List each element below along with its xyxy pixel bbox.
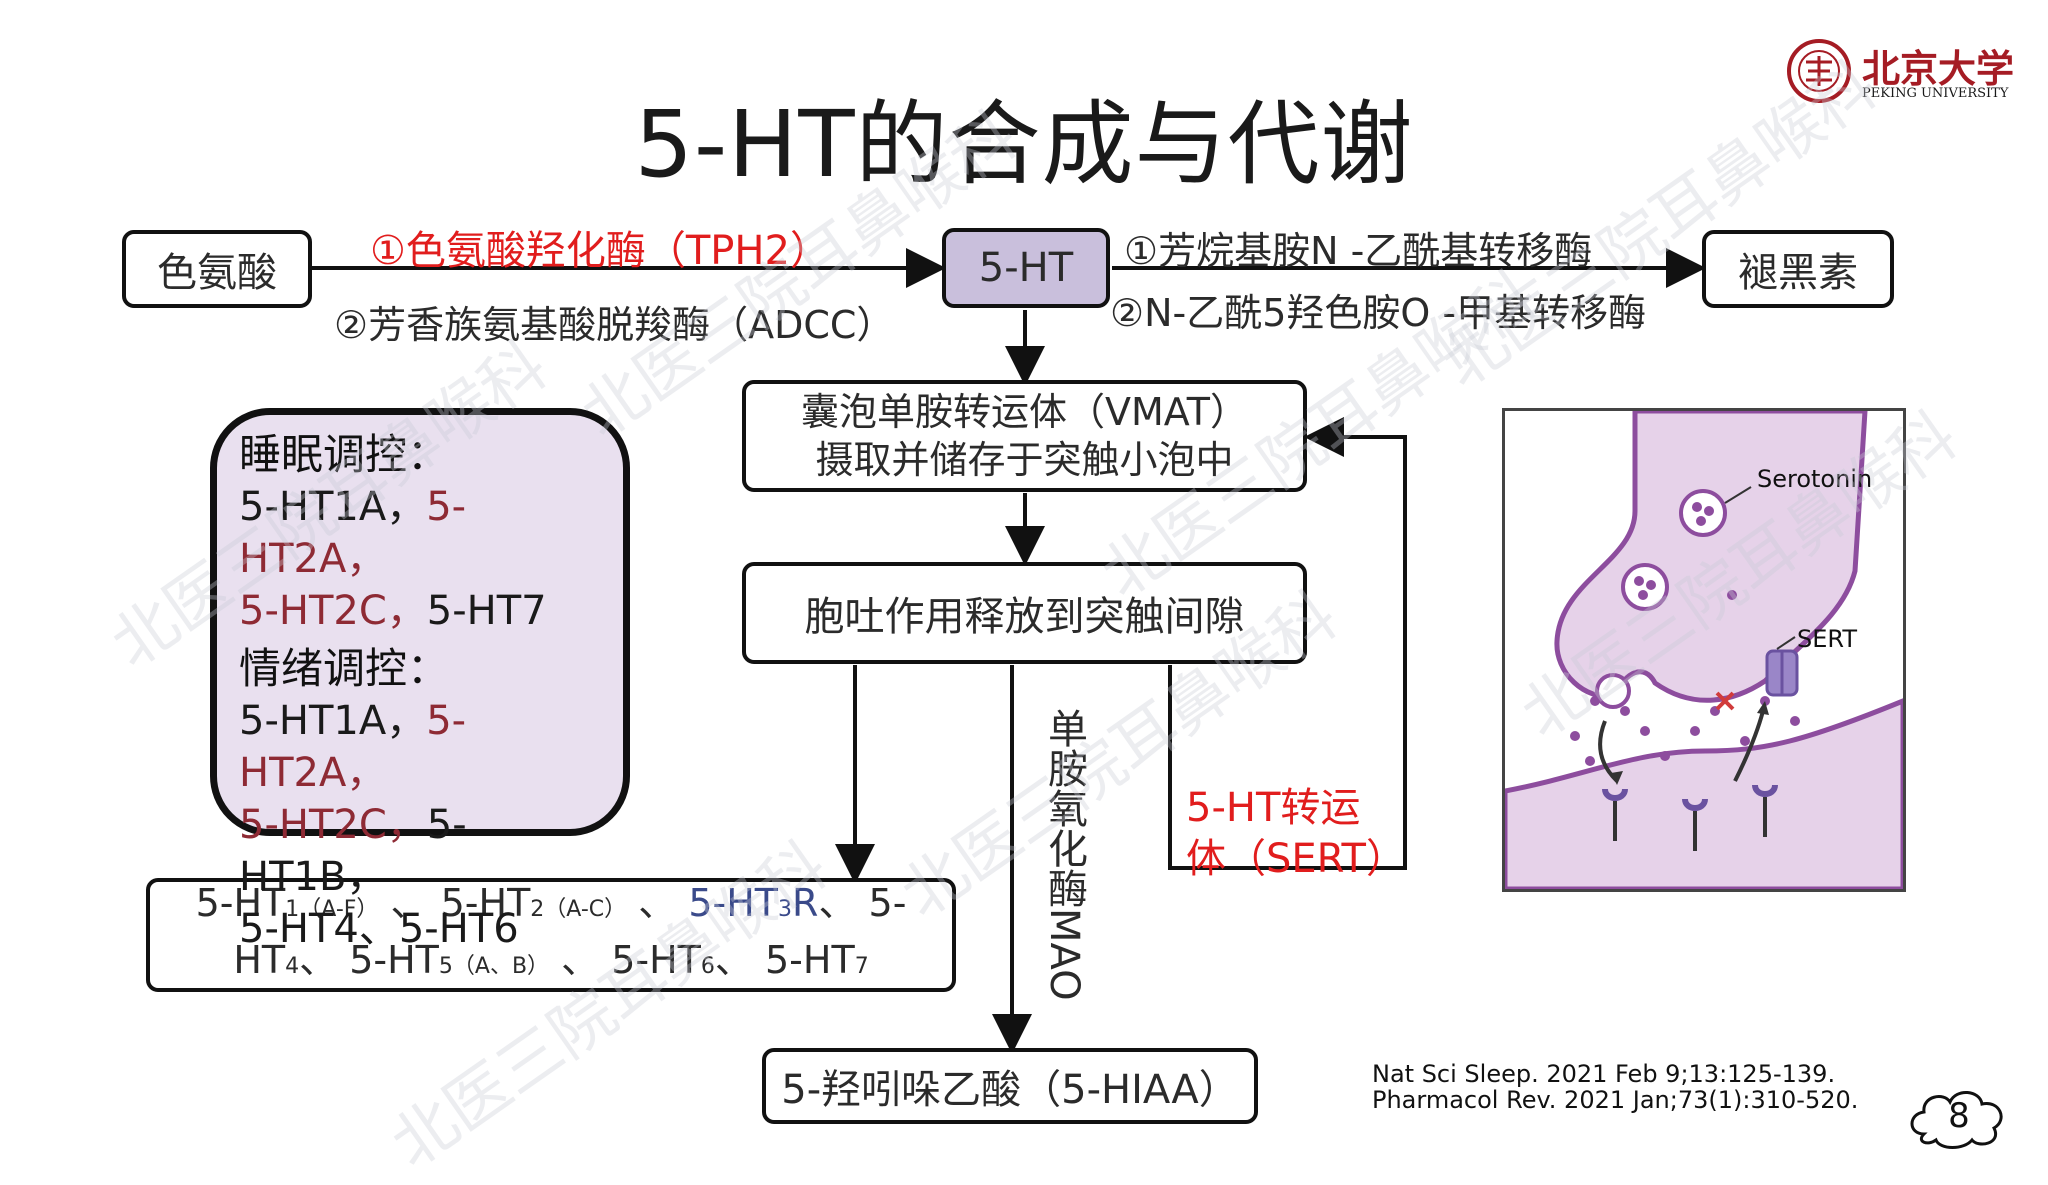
vmat-line-2: 摄取并储存于突触小泡中: [815, 438, 1234, 482]
serotonin-callout: Serotonin: [1757, 465, 1873, 493]
separator: 、: [299, 938, 350, 982]
presynaptic-terminal: [1554, 411, 1868, 703]
receptor-5ht6-sub: 6: [700, 954, 715, 979]
receptor-5ht1-sub: 1: [285, 897, 300, 922]
receptor-5ht3r: 5-HT3R: [688, 881, 818, 925]
synapse-illustration: Serotonin SERT: [1502, 408, 1906, 892]
vmat-line-1: 囊泡单胺转运体（VMAT）: [800, 390, 1249, 434]
receptor-5ht3-sub: 3: [778, 897, 793, 922]
separator: 、: [549, 938, 612, 982]
receptor-function-panel: 睡眠调控： 5-HT1A，5-HT2A， 5-HT2C，5-HT7 情绪调控： …: [210, 408, 630, 952]
receptor-5ht4-sub: 4: [285, 954, 300, 979]
postsynaptic-membrane: [1505, 698, 1903, 889]
sleep-5ht7: 5-HT7: [426, 588, 547, 634]
sleep-row-1: 5-HT1A，5-HT2A，: [239, 481, 601, 585]
mood-row-1: 5-HT1A，5-HT2A，: [239, 695, 601, 799]
receptor-5ht5-sub: 5: [438, 954, 453, 979]
receptor-5ht5: 5-HT: [349, 938, 439, 982]
receptor-5ht1: 5-HT: [195, 881, 286, 925]
receptor-5ht3-r: R: [792, 881, 819, 925]
mood-5ht2c: 5-HT2C，: [239, 802, 427, 848]
separator: 、 5-: [818, 881, 907, 925]
enzyme-tph2: ①色氨酸羟化酶（TPH2）: [370, 228, 830, 274]
enzyme-aanat: ①芳烷基胺N -乙酰基转移酶: [1124, 229, 1593, 273]
sleep-5ht1a: 5-HT1A，: [239, 484, 427, 530]
receptors-node: 5-HT1（A-F） 、 5-HT2（A-C） 、 5-HT3R、 5- HT4…: [146, 878, 956, 992]
peking-university-seal: [1787, 39, 1851, 103]
receptor-5ht7: 5-HT: [765, 938, 855, 982]
vmat-node: 囊泡单胺转运体（VMAT） 摄取并储存于突触小泡中: [742, 380, 1307, 492]
enzyme-sert-line-1: 5-HT转运: [1186, 785, 1361, 831]
receptor-5ht1-subtypes: （A-F）: [299, 897, 379, 922]
tryptophan-node: 色氨酸: [122, 230, 312, 308]
synapse-drawing: [1505, 411, 1903, 889]
mood-heading: 情绪调控：: [239, 644, 450, 693]
enzyme-asmt: ②N-乙酰5羟色胺O -甲基转移酶: [1110, 291, 1647, 335]
arrow-sert-reuptake: [1168, 417, 1407, 870]
serotonin-node: 5-HT: [942, 228, 1110, 308]
hiaa-node: 5-羟吲哚乙酸（5-HIAA）: [762, 1048, 1258, 1124]
mood-row-3: 5-HT4、5-HT6: [239, 906, 519, 952]
receptor-5ht7-sub: 7: [854, 954, 869, 979]
sleep-5ht2a: 5-HT2A，: [239, 484, 467, 582]
receptors-line-1: 5-HT1（A-F） 、 5-HT2（A-C） 、 5-HT3R、 5-: [196, 878, 907, 935]
exocytosis-node: 胞吐作用释放到突触间隙: [742, 562, 1307, 664]
logo-name-en: PEKING UNIVERSITY: [1862, 86, 2009, 101]
sert-callout: SERT: [1797, 625, 1857, 653]
enzyme-mao: 单胺氧化酶MAO: [1041, 708, 1087, 1001]
university-logo: 北京大学 PEKING UNIVERSITY: [1786, 38, 2016, 104]
sleep-5ht2c: 5-HT2C，: [239, 588, 427, 634]
receptor-5ht2-subtypes: （A-C）: [544, 897, 627, 922]
page-number: 8: [1948, 1096, 1970, 1136]
reference-2: Pharmacol Rev. 2021 Jan;73(1):310-520.: [1372, 1086, 1859, 1114]
fusing-vesicle: [1595, 673, 1631, 709]
separator: 、: [378, 881, 441, 925]
page-number-badge: 8: [1904, 1082, 2014, 1152]
cloud-icon: [1910, 1091, 2003, 1149]
reference-1: Nat Sci Sleep. 2021 Feb 9;13:125-139.: [1372, 1060, 1836, 1088]
melatonin-node: 褪黑素: [1702, 230, 1894, 308]
receptors-line-2: HT4、 5-HT5（A、B） 、 5-HT6、 5-HT7: [233, 935, 868, 992]
enzyme-sert-line-2: 体（SERT）: [1186, 836, 1406, 882]
receptor-5ht3-text: 5-HT: [688, 881, 779, 925]
mood-5ht1a: 5-HT1A，: [239, 698, 427, 744]
logo-name-cn: 北京大学: [1862, 46, 2015, 91]
receptor-5ht5-subtypes: （A、B）: [452, 954, 550, 979]
page-title: 5-HT的合成与代谢: [634, 91, 1414, 198]
mood-5ht1b: 5-HT1B，: [239, 802, 467, 900]
receptor-5ht2: 5-HT: [440, 881, 531, 925]
vesicle-2: [1621, 563, 1669, 611]
sleep-row-2: 5-HT2C，5-HT7: [239, 585, 601, 637]
mood-5ht2a: 5-HT2A，: [239, 698, 467, 796]
receptor-5ht6: 5-HT: [611, 938, 701, 982]
separator: 、: [714, 938, 765, 982]
enzyme-adcc: ②芳香族氨基酸脱羧酶（ADCC）: [334, 303, 895, 347]
separator: 、: [626, 881, 689, 925]
vesicle-1: [1679, 489, 1727, 537]
receptor-5ht4: HT: [233, 938, 286, 982]
flow-connectors: [312, 248, 1706, 1054]
sleep-heading: 睡眠调控：: [239, 430, 450, 479]
receptor-5ht2-sub: 2: [530, 897, 545, 922]
mood-row-2: 5-HT2C，5-HT1B，: [239, 799, 601, 903]
